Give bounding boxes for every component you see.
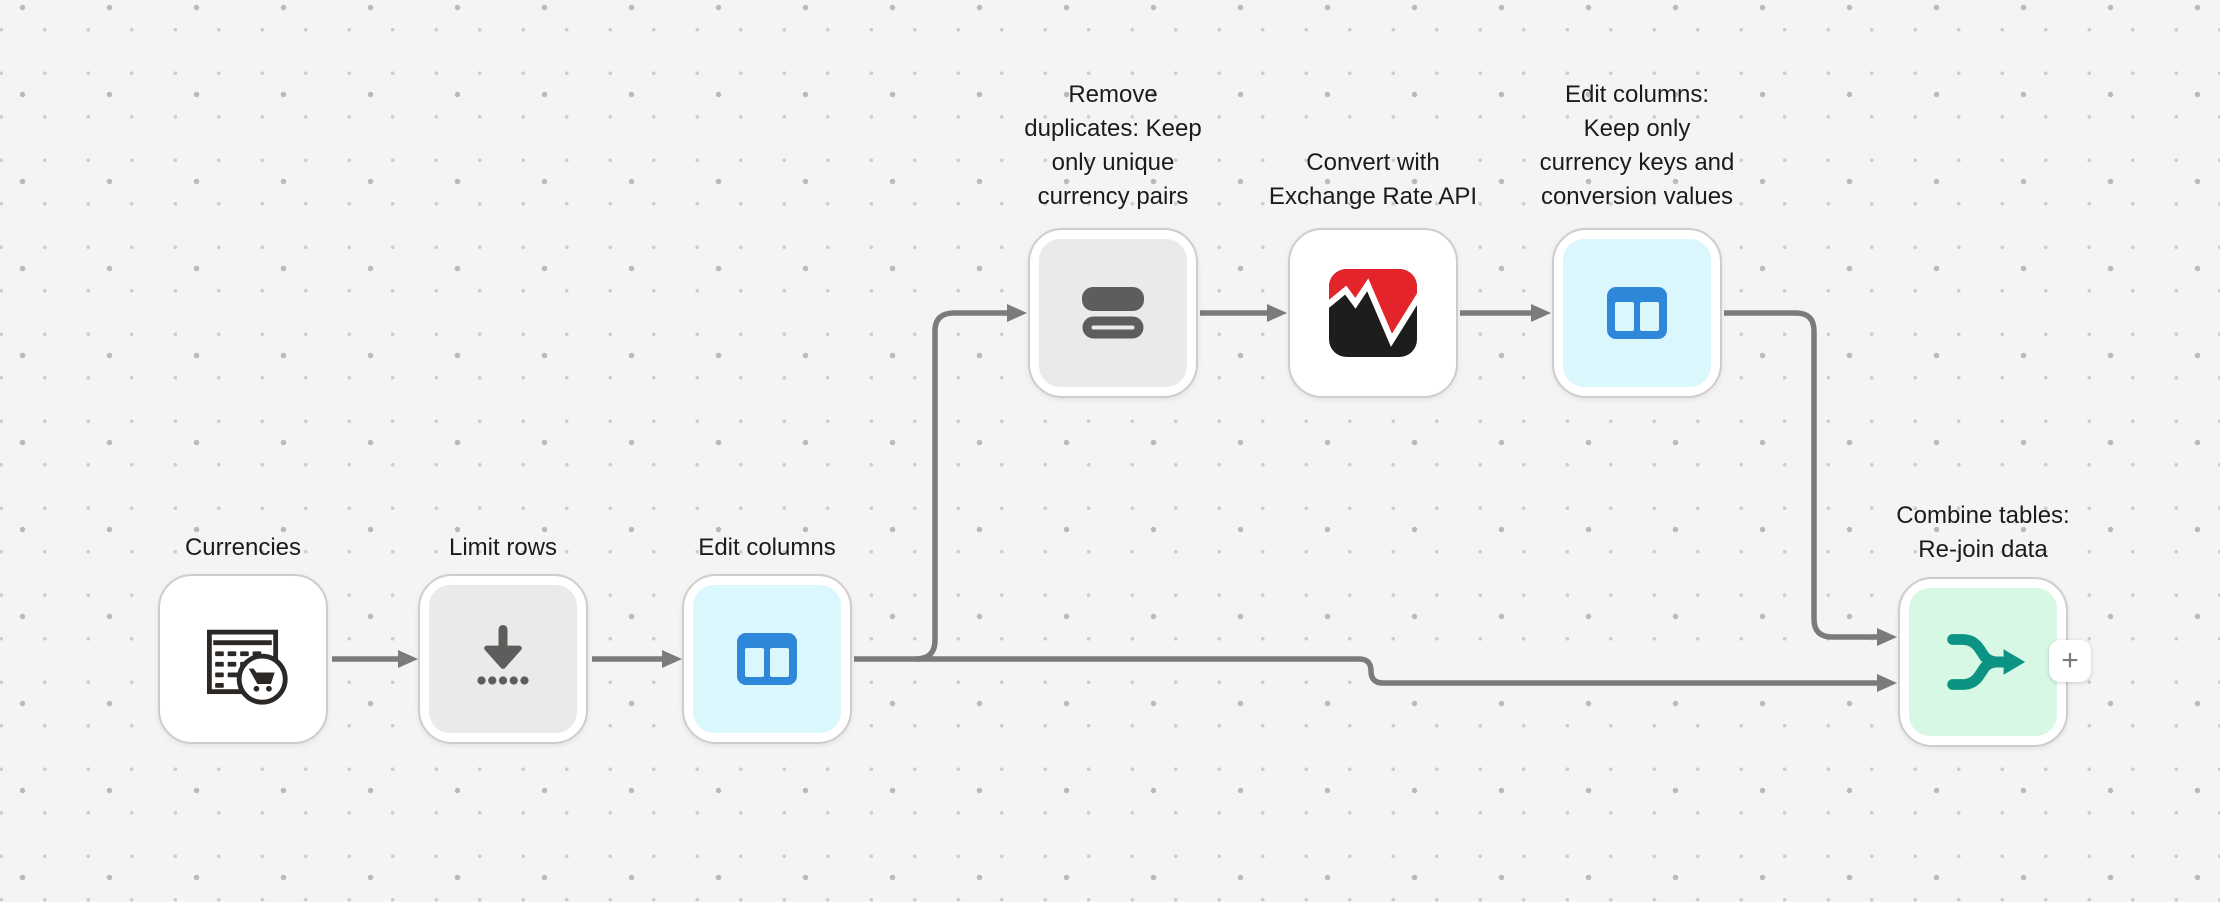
table-cart-icon	[207, 629, 288, 705]
merge-icon	[1947, 634, 2026, 690]
node-label-currencies: Currencies	[184, 534, 302, 561]
edge-edit-columns-to-combine	[854, 656, 1878, 686]
node-label-convert-exchange-rate-api: Convert with Exchange Rate API	[1268, 149, 1478, 210]
node-convert-exchange-rate-api[interactable]	[1288, 228, 1458, 398]
add-step-button[interactable]: +	[2049, 640, 2091, 682]
node-label-edit-columns: Edit columns	[698, 534, 836, 561]
node-combine-tables-body	[1909, 588, 2057, 736]
node-edit-columns[interactable]	[682, 574, 852, 744]
node-edit-columns-keep-body	[1563, 239, 1711, 387]
node-edit-columns-keep[interactable]	[1552, 228, 1722, 398]
arrowhead-icon	[1267, 304, 1287, 322]
node-label-combine-tables: Combine tables: Re-join data	[1896, 502, 2070, 563]
node-remove-duplicates-body	[1039, 239, 1187, 387]
node-label-remove-duplicates: Remove duplicates: Keep only unique curr…	[1024, 81, 1202, 210]
node-limit-rows-body	[429, 585, 577, 733]
edge-edit-columns-keep-to-combine	[1724, 310, 1878, 640]
node-currencies-body	[169, 585, 317, 733]
arrowhead-icon	[1531, 304, 1551, 322]
arrowhead-icon	[1877, 674, 1897, 692]
columns-icon	[737, 633, 797, 685]
node-currencies[interactable]	[158, 574, 328, 744]
node-label-limit-rows: Limit rows	[448, 534, 558, 561]
node-label-edit-columns-keep: Edit columns: Keep only currency keys an…	[1539, 81, 1735, 210]
limit-rows-icon	[477, 625, 529, 685]
arrowhead-icon	[662, 650, 682, 668]
node-edit-columns-body	[693, 585, 841, 733]
arrowhead-icon	[1007, 304, 1027, 322]
exchange-rate-api-icon	[1329, 269, 1417, 357]
arrowhead-icon	[1877, 628, 1897, 646]
rows-icon	[1082, 287, 1144, 339]
node-limit-rows[interactable]	[418, 574, 588, 744]
edge-edit-columns-to-remove-duplicates	[915, 310, 1008, 662]
node-combine-tables[interactable]	[1898, 577, 2068, 747]
arrowhead-icon	[398, 650, 418, 668]
columns-icon	[1607, 287, 1667, 339]
node-convert-body	[1299, 239, 1447, 387]
node-remove-duplicates[interactable]	[1028, 228, 1198, 398]
